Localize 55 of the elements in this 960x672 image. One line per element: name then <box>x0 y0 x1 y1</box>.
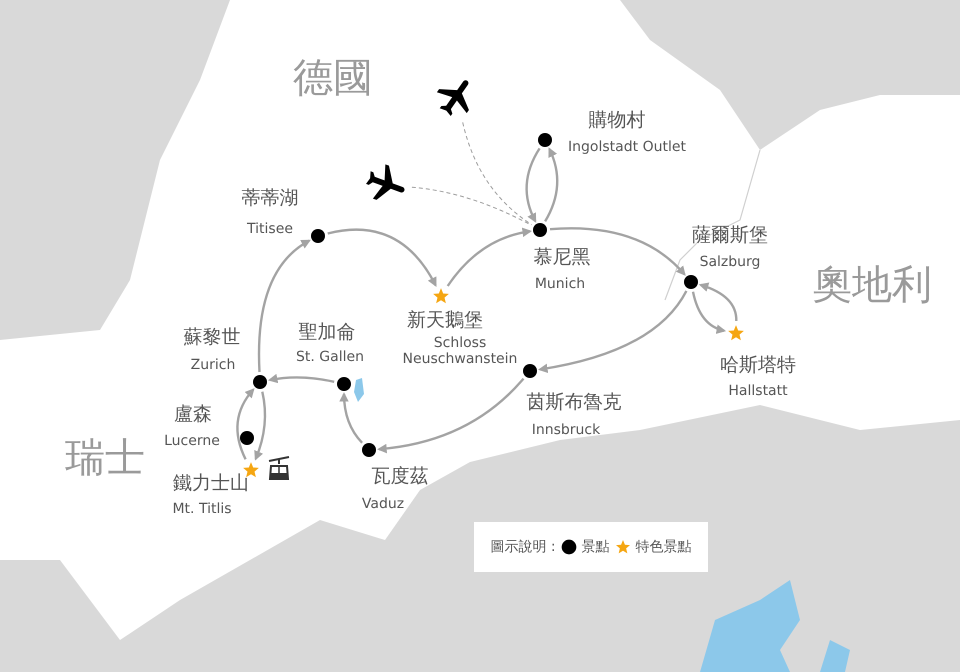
english-place-name: Zurich <box>190 356 236 374</box>
legend-title: 圖示說明 : <box>490 538 556 556</box>
feature-star <box>432 287 450 305</box>
sight-dot <box>311 229 325 243</box>
place-name: 新天鵝堡 <box>407 310 483 332</box>
route-arrow <box>544 147 558 222</box>
country-name: 瑞士 <box>65 435 145 481</box>
route-arrow <box>525 148 541 223</box>
sight-dot <box>523 364 537 378</box>
sight-dot <box>253 375 267 389</box>
sight-dot <box>533 223 547 237</box>
place-name: 購物村 <box>588 110 646 132</box>
country-name: 德國 <box>293 55 373 101</box>
place-name: 薩爾斯堡 <box>692 225 768 247</box>
route-arrow <box>327 228 437 287</box>
place-name: 蒂蒂湖 <box>242 188 298 210</box>
route-arrow <box>258 240 311 372</box>
sight-dot <box>337 377 351 391</box>
english-place-name: Salzburg <box>700 254 760 270</box>
place-name: 鐵力士山 <box>173 473 249 495</box>
place-name: 盧森 <box>174 404 212 426</box>
route-arrow <box>550 227 686 276</box>
english-place-name: Mt. Titlis <box>172 500 232 518</box>
route-arrow <box>538 290 688 373</box>
sight-dot <box>362 443 376 457</box>
route-arrow <box>254 391 266 461</box>
sight-dot <box>538 133 552 147</box>
place-name: 慕尼黑 <box>534 247 590 269</box>
english-place-name: Innsbruck <box>532 422 600 438</box>
route-arrow <box>236 388 255 460</box>
place-name: 茵斯布魯克 <box>526 392 622 414</box>
legend-text: 特色景點 <box>636 538 692 556</box>
place-name: 蘇黎世 <box>184 327 240 349</box>
place-name: 哈斯塔特 <box>720 355 796 377</box>
english-place-name: Ingolstadt Outlet <box>567 138 687 156</box>
place-name: 聖加侖 <box>298 322 356 344</box>
place-name: 瓦度茲 <box>372 466 428 488</box>
sight-dot <box>240 431 254 445</box>
english-place-name: Lucerne <box>164 432 220 450</box>
route-arrow <box>339 392 363 444</box>
country-name: 奧地利 <box>812 262 932 308</box>
route-arrow <box>692 292 726 334</box>
route-arrow <box>698 282 738 322</box>
route-arrow <box>377 378 524 454</box>
english-place-name: Hallstatt <box>728 382 788 400</box>
english-place-name: Vaduz <box>362 496 404 512</box>
legend-text: 景點 <box>582 538 610 556</box>
feature-star <box>727 324 745 342</box>
english-place-name: Titisee <box>247 220 293 238</box>
english-place-name: Schloss Neuschwanstein <box>402 334 518 368</box>
route-arrow <box>446 228 532 287</box>
route-arrow <box>268 374 334 384</box>
sight-dot <box>684 275 698 289</box>
english-place-name: Munich <box>534 276 586 292</box>
english-place-name: St. Gallen <box>296 348 364 366</box>
